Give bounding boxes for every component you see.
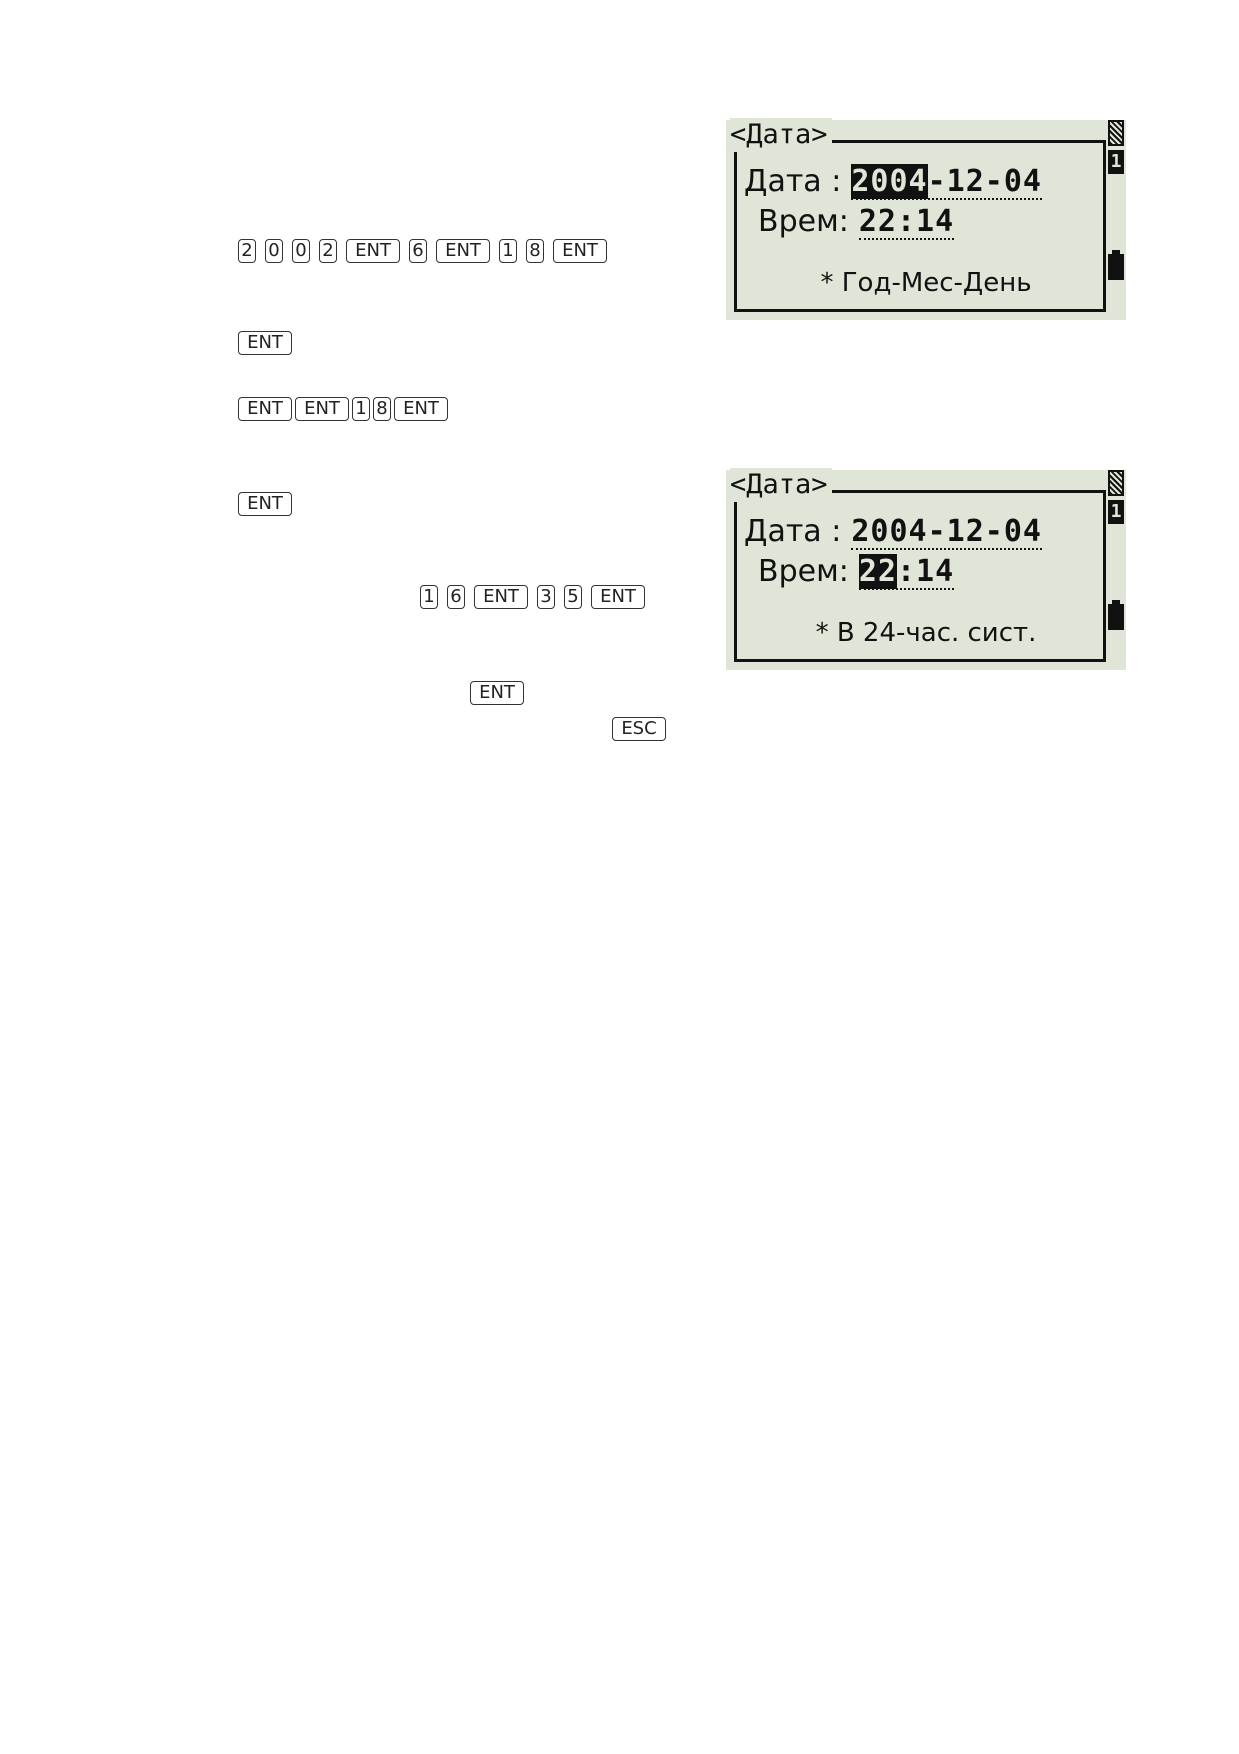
date-label: Дата : [744,164,842,199]
key-esc-button[interactable]: ESC [612,717,666,741]
key-sequence-6: ENT [470,680,533,706]
key-ent-button[interactable]: ENT [238,397,292,421]
screen-title: <Дата> [730,468,832,502]
key-0-button[interactable]: 0 [292,239,310,263]
key-ent-button[interactable]: ENT [394,397,448,421]
time-label: Врем: [758,204,849,239]
time-value-rest: 22:14 [858,204,955,239]
key-ent-button[interactable]: ENT [474,585,528,609]
date-value[interactable]: 2004-12-04 [851,164,1042,200]
screen-title: <Дата> [730,118,832,152]
key-0-button[interactable]: 0 [265,239,283,263]
time-row: Врем: 22:14 [758,204,955,240]
key-6-button[interactable]: 6 [447,585,465,609]
key-ent-button[interactable]: ENT [238,331,292,355]
key-1-button[interactable]: 1 [420,585,438,609]
key-ent-button[interactable]: ENT [346,239,400,263]
key-ent-button[interactable]: ENT [591,585,645,609]
time-value[interactable]: 22:14 [858,204,955,240]
key-ent-button[interactable]: ENT [553,239,607,263]
lcd-screen-date-format: <Дата> Дата : 2004-12-04 Врем: 22:14 * Г… [726,118,1126,320]
battery-icon [1108,250,1124,280]
signal-icon [1108,470,1124,496]
time-value[interactable]: 22:14 [858,554,955,590]
key-ent-button[interactable]: ENT [470,681,524,705]
time-label: Врем: [758,554,849,589]
key-6-button[interactable]: 6 [409,239,427,263]
key-1-button[interactable]: 1 [352,397,370,421]
page-indicator: 1 [1108,500,1124,524]
date-row: Дата : 2004-12-04 [744,164,1042,200]
key-sequence-2: ENT [238,330,301,356]
key-2-button[interactable]: 2 [238,239,256,263]
date-value-rest: -12-04 [927,164,1042,199]
key-ent-button[interactable]: ENT [436,239,490,263]
key-2-button[interactable]: 2 [319,239,337,263]
key-sequence-7: ESC [612,716,675,742]
time-row: Врем: 22:14 [758,554,955,590]
key-5-button[interactable]: 5 [564,585,582,609]
time-cursor-segment: 22 [858,554,897,589]
lcd-frame [734,490,1106,662]
format-hint: * В 24-час. сист. [815,618,1037,648]
key-3-button[interactable]: 3 [537,585,555,609]
lcd-screen-time-format: <Дата> Дата : 2004-12-04 Врем: 22:14 * В… [726,468,1126,670]
page-indicator: 1 [1108,150,1124,174]
date-label: Дата : [744,514,842,549]
lcd-frame [734,140,1106,312]
key-8-button[interactable]: 8 [526,239,544,263]
date-row: Дата : 2004-12-04 [744,514,1042,550]
key-ent-button[interactable]: ENT [238,492,292,516]
time-value-rest: :14 [896,554,955,589]
date-value[interactable]: 2004-12-04 [851,516,1042,550]
key-1-button[interactable]: 1 [499,239,517,263]
date-cursor-segment: 2004 [851,164,928,199]
key-ent-button[interactable]: ENT [295,397,349,421]
date-value-rest: 2004-12-04 [851,514,1042,549]
key-8-button[interactable]: 8 [373,397,391,421]
battery-icon [1108,600,1124,630]
key-sequence-4: ENT [238,491,301,517]
signal-icon [1108,120,1124,146]
format-hint: * Год-Мес-День [820,268,1032,298]
